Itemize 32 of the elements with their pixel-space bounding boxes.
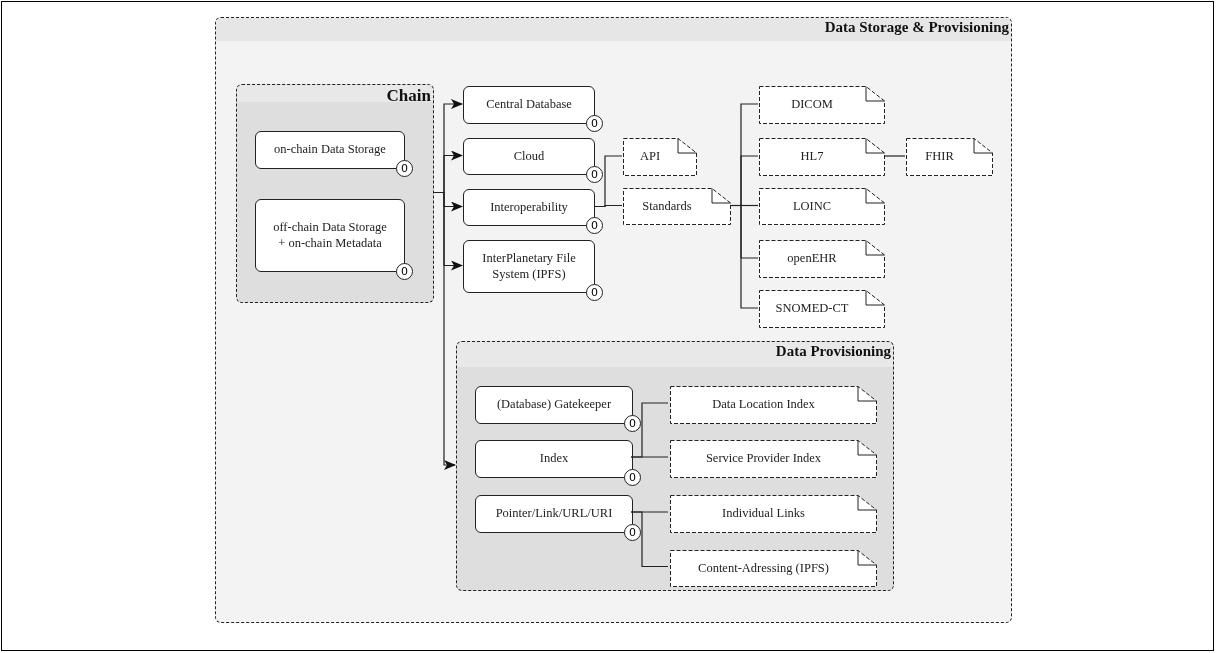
feature-label: off-chain Data Storage + on-chain Metadata [272,219,388,252]
note-label: Content-Adressing (IPFS) [698,560,829,577]
note-label: HL7 [800,149,824,165]
group-container [456,341,894,591]
group-title: Chain [386,87,431,104]
arrow [432,191,456,470]
note-label: Service Provider Index [705,451,822,467]
note-label: API [639,149,661,165]
group-container [215,17,1012,623]
note-label: openEHR [787,251,837,267]
group-title: Data Provisioning [775,344,891,359]
feature-label: Cloud [513,148,545,165]
feature-label: Interoperability [490,199,568,216]
feature-label: on-chain Data Storage [274,142,386,158]
note-label: SNOMED-CT [775,301,849,317]
feature-label: Central Database [486,97,572,113]
feature-label: (Database) Gatekeeper [496,397,612,413]
feature-label: Pointer/Link/URL/URI [495,506,613,522]
note-label: Standards [642,198,692,215]
connector-line [630,456,669,458]
connector-line [729,204,759,309]
note-label: FHIR [925,149,954,165]
connector-line [630,511,669,568]
group-title: Data Storage & Provisioning [824,20,1009,35]
feature-label: InterPlanetary File System (IPFS) [481,250,577,283]
feature-label: Index [539,451,569,467]
group-container [236,84,434,303]
connector-line [883,155,906,157]
note-label: LOINC [792,198,832,215]
note-label: Data Location Index [712,397,815,413]
note-label: DICOM [791,97,833,113]
note-label: Individual Links [722,506,805,522]
